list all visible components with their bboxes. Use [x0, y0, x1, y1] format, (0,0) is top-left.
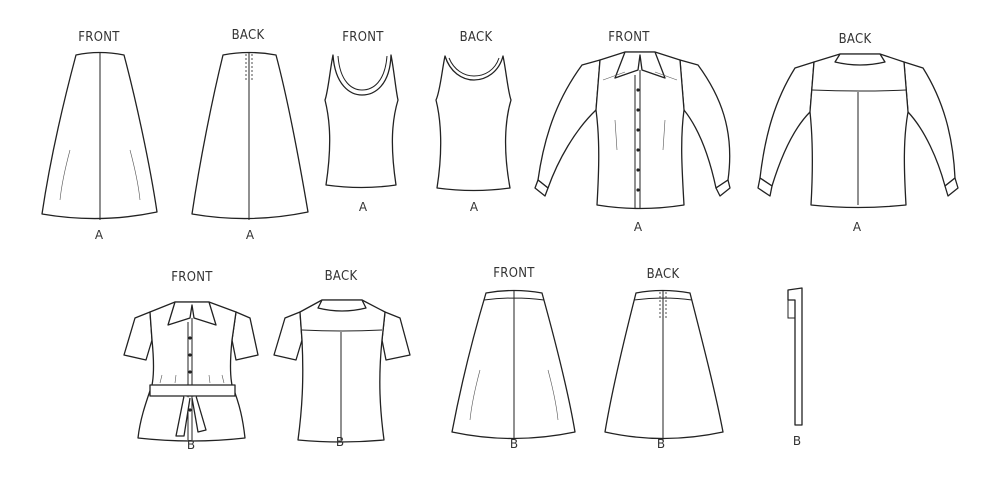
blouse-a-back-title: BACK	[838, 32, 872, 47]
blouse-a-front-drawing	[534, 51, 731, 210]
skirt-b-front-title: FRONT	[493, 266, 535, 281]
skirt-a-front-drawing	[41, 51, 158, 220]
belt-b-drawing	[787, 287, 803, 426]
tank-a-back-drawing	[435, 55, 512, 192]
shirt-b-back-title: BACK	[324, 269, 358, 284]
tank-a-front-view: A	[358, 200, 368, 214]
blouse-a-back-view: A	[852, 220, 862, 234]
blouse-a-front-title: FRONT	[608, 30, 650, 45]
skirt-a-front-title: FRONT	[78, 30, 120, 45]
shirt-b-back-view: B	[335, 435, 345, 449]
tank-a-back-title: BACK	[459, 30, 493, 45]
blouse-a-back-drawing	[757, 53, 959, 209]
skirt-a-front-view: A	[94, 228, 104, 242]
skirt-b-back-view: B	[656, 437, 666, 451]
skirt-a-back-view: A	[245, 228, 255, 242]
tank-a-front-drawing	[324, 54, 399, 189]
shirt-b-front-drawing	[123, 301, 259, 442]
skirt-b-front-drawing	[451, 289, 576, 440]
shirt-b-back-drawing	[273, 299, 411, 443]
skirt-b-front-view: B	[509, 437, 519, 451]
skirt-b-back-title: BACK	[646, 267, 680, 282]
belt-b-view: B	[792, 434, 802, 448]
shirt-b-front-title: FRONT	[171, 270, 213, 285]
tank-a-back-view: A	[469, 200, 479, 214]
skirt-a-back-title: BACK	[231, 28, 265, 43]
skirt-b-back-drawing	[604, 289, 724, 440]
shirt-b-front-view: B	[186, 438, 196, 452]
blouse-a-front-view: A	[633, 220, 643, 234]
tank-a-front-title: FRONT	[342, 30, 384, 45]
skirt-a-back-drawing	[191, 51, 309, 220]
